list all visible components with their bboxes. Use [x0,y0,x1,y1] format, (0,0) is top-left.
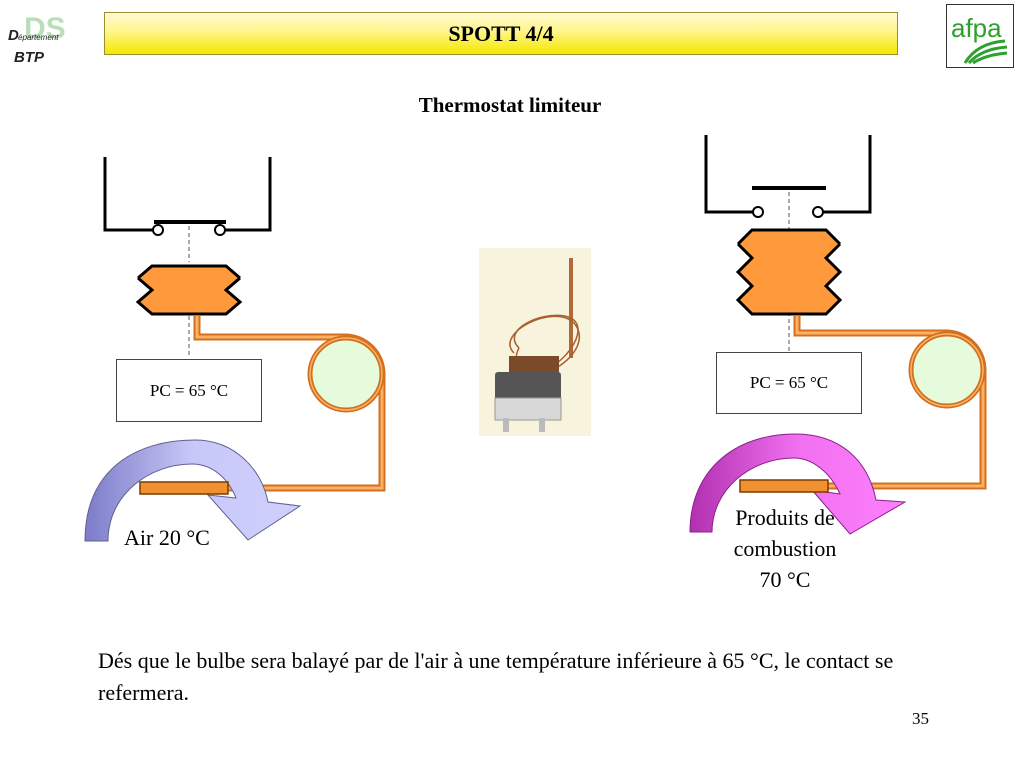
afpa-logo-text: afpa [951,13,1002,43]
combustion-flow-label: Produits de combustion 70 °C [700,502,870,595]
right-bellows [735,228,843,316]
right-flow-arrow [689,433,907,535]
left-contact [103,157,272,358]
left-bellows [135,264,243,316]
dsbtp-logo: DS D épartement BTP [4,8,66,66]
afpa-logo: afpa [946,4,1014,68]
logo-ds-letters: DS [24,12,66,45]
logo-departement-text: épartement [18,33,59,42]
page-number: 35 [912,709,929,728]
pc-setpoint-label-left: PC = 65 °C [149,380,229,400]
pc-setpoint-box-right: PC = 65 °C [716,352,862,414]
diagram-subtitle: Thermostat limiteur [418,93,602,117]
pc-setpoint-box-left: PC = 65 °C [116,359,262,422]
logo-d-letter: D [8,27,19,44]
left-sensor-bulb [139,481,229,495]
combustion-label-line-2: combustion [733,536,837,561]
combustion-label-line-3: 70 °C [759,567,811,592]
left-capillary [193,316,386,492]
left-flow-arrow [84,439,302,542]
slide-title-bar: SPOTT 4/4 [104,12,898,55]
pc-setpoint-label-right: PC = 65 °C [749,373,829,392]
logo-btp-text: BTP [14,49,45,66]
right-capillary [793,316,987,490]
slide-title: SPOTT 4/4 [448,20,554,46]
slide-caption: Dés que le bulbe sera balayé par de l'ai… [98,648,894,705]
air-flow-label: Air 20 °C [124,525,210,550]
right-contact [704,135,872,352]
combustion-label-line-1: Produits de [735,505,835,530]
right-sensor-bulb [739,479,829,493]
thermostat-photo [479,248,591,436]
